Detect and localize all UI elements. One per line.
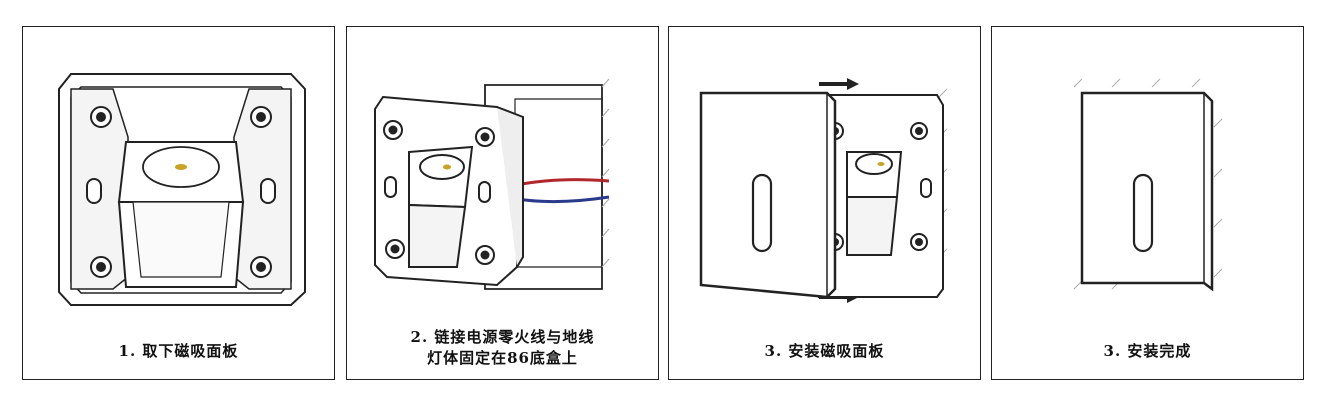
led-icon — [443, 164, 451, 170]
magnetic-cover — [699, 91, 837, 299]
light-slot — [1132, 173, 1154, 253]
step-3-caption: 3. 安装磁吸面板 — [669, 341, 980, 362]
magnetic-cover — [1080, 91, 1214, 292]
light-slot — [751, 173, 773, 253]
step-4-illustration — [1073, 78, 1223, 292]
slot-icon — [384, 176, 397, 198]
slot-icon — [86, 178, 102, 204]
caption-line: 3. 安装磁吸面板 — [764, 342, 885, 360]
slot-icon — [260, 178, 276, 204]
step-3-illustration — [699, 78, 948, 303]
led-icon — [175, 164, 187, 170]
step-1-caption: 1. 取下磁吸面板 — [23, 341, 334, 362]
step-4-panel: 3. 安装完成 — [991, 26, 1304, 380]
step-1-panel: 1. 取下磁吸面板 — [22, 26, 335, 380]
slot-icon — [920, 178, 932, 198]
step-1-illustration — [58, 73, 306, 306]
neutral-wire — [516, 195, 610, 204]
arrow-right-icon — [819, 78, 859, 90]
caption-line: 2. 链接电源零火线与地线 — [410, 328, 595, 346]
led-icon — [877, 162, 885, 166]
step-3-panel: 3. 安装磁吸面板 — [668, 26, 981, 380]
caption-line: 灯体固定在86底盒上 — [427, 349, 578, 367]
step-2-caption: 2. 链接电源零火线与地线 灯体固定在86底盒上 — [347, 327, 658, 369]
step-2-illustration — [374, 78, 610, 290]
wall-hatch — [601, 78, 610, 268]
caption-line: 1. 取下磁吸面板 — [118, 342, 239, 360]
live-wire — [516, 178, 610, 187]
step-4-caption: 3. 安装完成 — [992, 341, 1303, 362]
slot-icon — [478, 181, 491, 203]
wall-hatch — [1073, 78, 1223, 290]
caption-line: 3. 安装完成 — [1103, 342, 1192, 360]
step-2-panel: 2. 链接电源零火线与地线 灯体固定在86底盒上 — [346, 26, 659, 380]
